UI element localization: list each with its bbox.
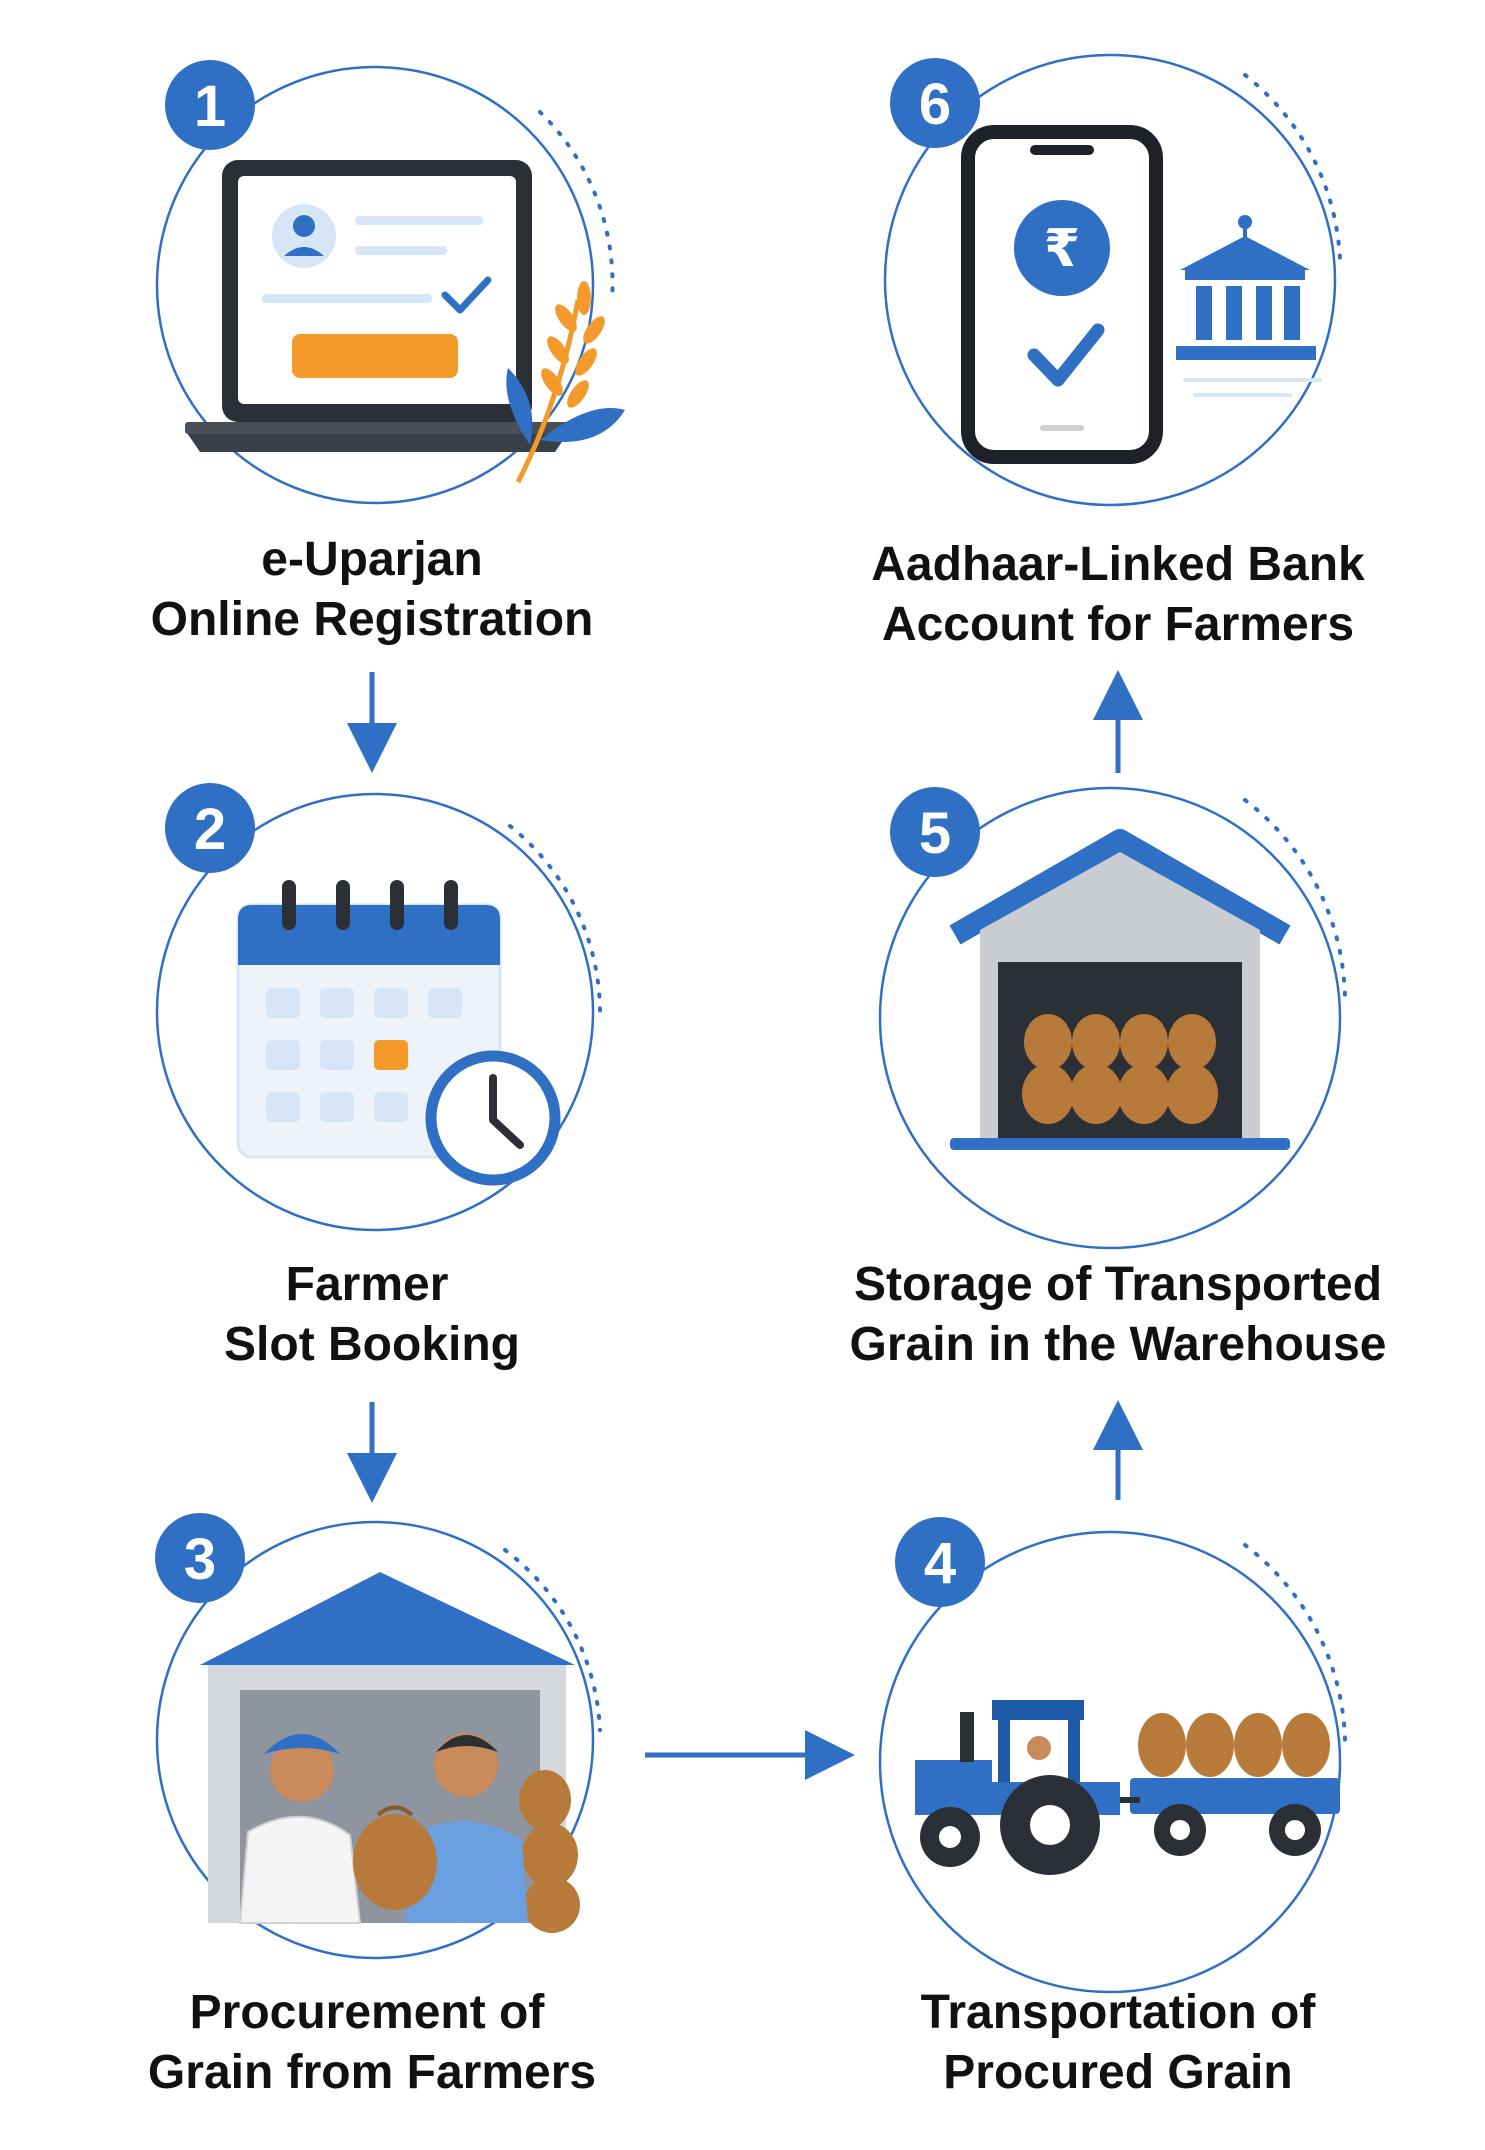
laptop-registration-icon	[185, 160, 570, 452]
step-badge	[890, 787, 980, 877]
step-circle	[878, 786, 1342, 1250]
step-2: 2 Farmer Slot Booking	[155, 783, 603, 1371]
step-label-line1: e-Uparjan	[261, 533, 482, 586]
step-label-line1: Aadhaar-Linked Bank	[871, 538, 1365, 591]
step-badge	[890, 58, 980, 148]
step-number: 5	[919, 801, 951, 866]
step-badge	[155, 1513, 245, 1603]
dotted-arc	[503, 1548, 602, 1732]
step-circle	[883, 53, 1337, 507]
step-circle	[155, 792, 595, 1232]
step-label-line2: Account for Farmers	[882, 598, 1354, 651]
step-label-line1: Transportation of	[921, 1986, 1317, 2039]
dotted-arc	[1243, 798, 1347, 1002]
step-label-line2: Procured Grain	[943, 2046, 1292, 2099]
step-4: 4 Transportation of Procured Grain	[878, 1517, 1347, 2099]
step-1: 1 e-Uparjan Online Registration	[151, 60, 625, 646]
warehouse-icon	[949, 829, 1291, 1150]
step-5: 5 Storage of Transported Grain in the Wa…	[850, 786, 1387, 1371]
step-label-line1: Procurement of	[190, 1986, 546, 2039]
phone-bank-payment-icon: ₹	[961, 125, 1322, 464]
step-circle	[155, 65, 595, 505]
step-number: 2	[194, 797, 226, 862]
step-label-line2: Slot Booking	[224, 1318, 520, 1371]
step-6: ₹ 6 Aadhaar-Linked Bank Account for Farm…	[871, 53, 1365, 651]
step-label-line2: Online Registration	[151, 593, 594, 646]
rupee-icon: ₹	[1044, 219, 1080, 279]
step-badge	[165, 60, 255, 150]
calendar-clock-icon	[236, 880, 561, 1186]
step-circle	[878, 1530, 1342, 1994]
tractor-trailer-icon	[915, 1700, 1340, 1875]
step-badge	[895, 1517, 985, 1607]
bank-icon	[1176, 215, 1322, 397]
step-number: 1	[194, 74, 226, 139]
step-3: 3 Procurement of Grain from Farmers	[148, 1513, 602, 2099]
step-label-line2: Grain in the Warehouse	[850, 1318, 1387, 1371]
step-label-line2: Grain from Farmers	[148, 2046, 596, 2099]
step-number: 6	[919, 72, 951, 137]
step-circle	[155, 1520, 595, 1960]
step-badge	[165, 783, 255, 873]
dotted-arc	[538, 110, 615, 302]
step-label-line1: Storage of Transported	[854, 1258, 1382, 1311]
step-number: 4	[924, 1531, 956, 1596]
dotted-arc	[508, 824, 603, 1017]
dotted-arc	[1243, 73, 1342, 262]
wheat-leaf-icon	[506, 281, 625, 484]
step-number: 3	[184, 1527, 216, 1592]
farmer-handover-icon	[200, 1572, 580, 1933]
dotted-arc	[1243, 1543, 1347, 1742]
step-label-line1: Farmer	[286, 1258, 449, 1311]
